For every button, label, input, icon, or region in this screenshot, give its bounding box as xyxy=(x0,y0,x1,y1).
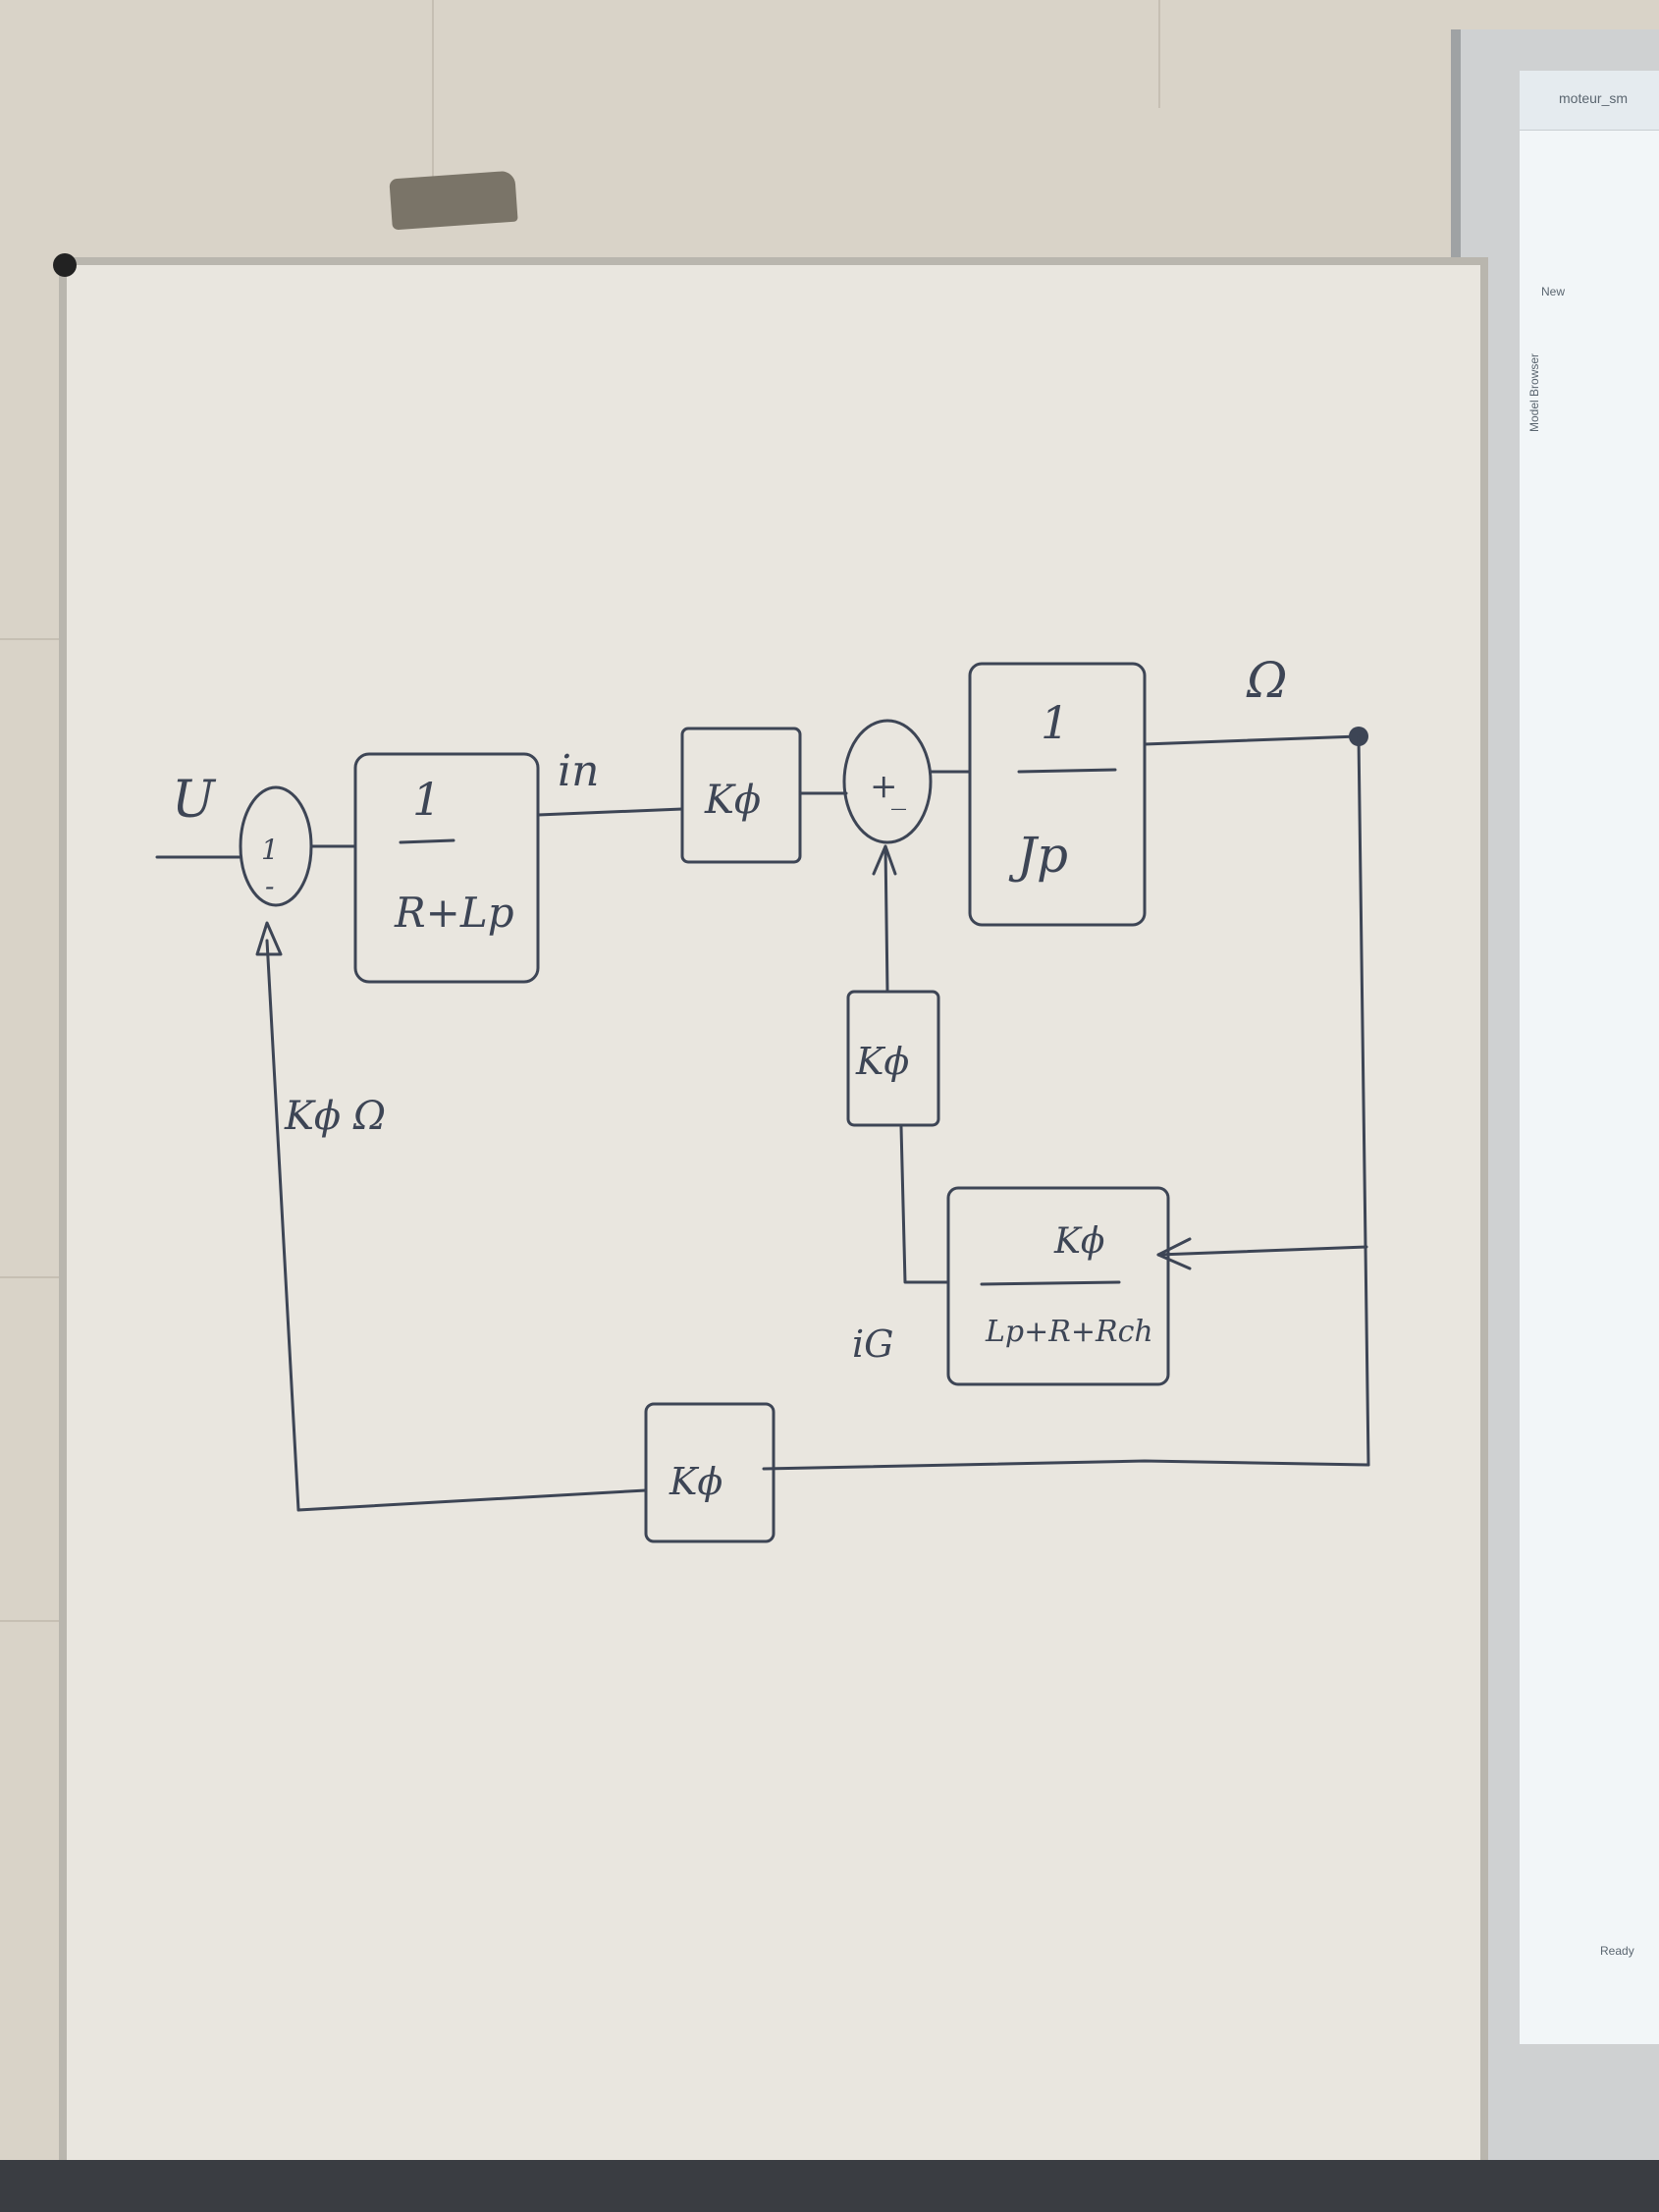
window-titlebar: moteur_sm xyxy=(1520,71,1659,131)
kphi-load-label: Kϕ xyxy=(855,1040,909,1083)
brick-joint xyxy=(1158,0,1160,108)
output-label: Ω xyxy=(1246,652,1287,709)
kphi-forward-label: Kϕ xyxy=(704,778,761,823)
whiteboard-frame xyxy=(59,257,1488,2173)
arrow-into-sum1 xyxy=(255,921,283,956)
armature-block xyxy=(353,752,540,984)
feedback-label: Kϕ Ω xyxy=(284,1094,386,1139)
brick-joint xyxy=(0,1620,93,1622)
sum2-sign-minus: _ xyxy=(891,777,906,811)
line-generator-to-kphi xyxy=(899,1125,950,1284)
floor-shadow xyxy=(0,2160,1659,2212)
status-text: Ready xyxy=(1600,1944,1634,1958)
inertia-block xyxy=(968,662,1147,927)
inertia-fraction-bar xyxy=(1017,768,1117,774)
monitor-screen xyxy=(1520,71,1659,2044)
arrow-into-generator xyxy=(1156,1237,1192,1270)
generator-block xyxy=(946,1186,1170,1386)
new-button-label[interactable]: New xyxy=(1541,285,1566,298)
generator-numerator: Kϕ xyxy=(1053,1221,1104,1262)
brick-joint xyxy=(0,1276,93,1278)
inertia-numerator: 1 xyxy=(1041,696,1069,749)
sum1-sign-bottom: - xyxy=(265,870,274,902)
kphi-feedback-label: Kϕ xyxy=(669,1460,722,1503)
sum2-sign-plus: + xyxy=(870,767,898,806)
output-feedback-vertical xyxy=(1357,734,1370,1467)
brick-joint xyxy=(432,0,434,177)
generator-fraction-bar xyxy=(980,1280,1121,1286)
generator-current-label: iG xyxy=(852,1322,894,1366)
inertia-denominator: Jp xyxy=(1008,827,1068,884)
output-line xyxy=(1143,734,1361,746)
armature-numerator: 1 xyxy=(412,773,441,826)
armature-denominator: R+Lp xyxy=(394,889,514,937)
window-title: moteur_sm xyxy=(1559,90,1629,106)
armature-fraction-bar xyxy=(399,838,455,844)
kphi-feedback-block xyxy=(644,1402,776,1543)
generator-denominator: Lp+R+Rch xyxy=(985,1315,1153,1349)
line-output-to-kphi-feedback xyxy=(762,1459,1370,1471)
sum-junction-2 xyxy=(842,719,933,844)
kphi-forward-block xyxy=(680,727,802,864)
input-label: U xyxy=(172,771,217,830)
whiteboard-pin xyxy=(53,253,77,277)
arrow-into-sum2 xyxy=(872,844,897,876)
line-kphi-to-sum2-minus xyxy=(883,844,889,994)
line-feedback-to-sum1 xyxy=(265,939,648,1512)
kphi-load-block xyxy=(846,990,940,1127)
current-label: in xyxy=(558,746,599,796)
brick-joint xyxy=(0,638,79,640)
sum1-sign-top: 1 xyxy=(261,834,279,866)
line-armature-to-kphi xyxy=(536,807,684,817)
branch-to-generator xyxy=(1156,1245,1368,1257)
